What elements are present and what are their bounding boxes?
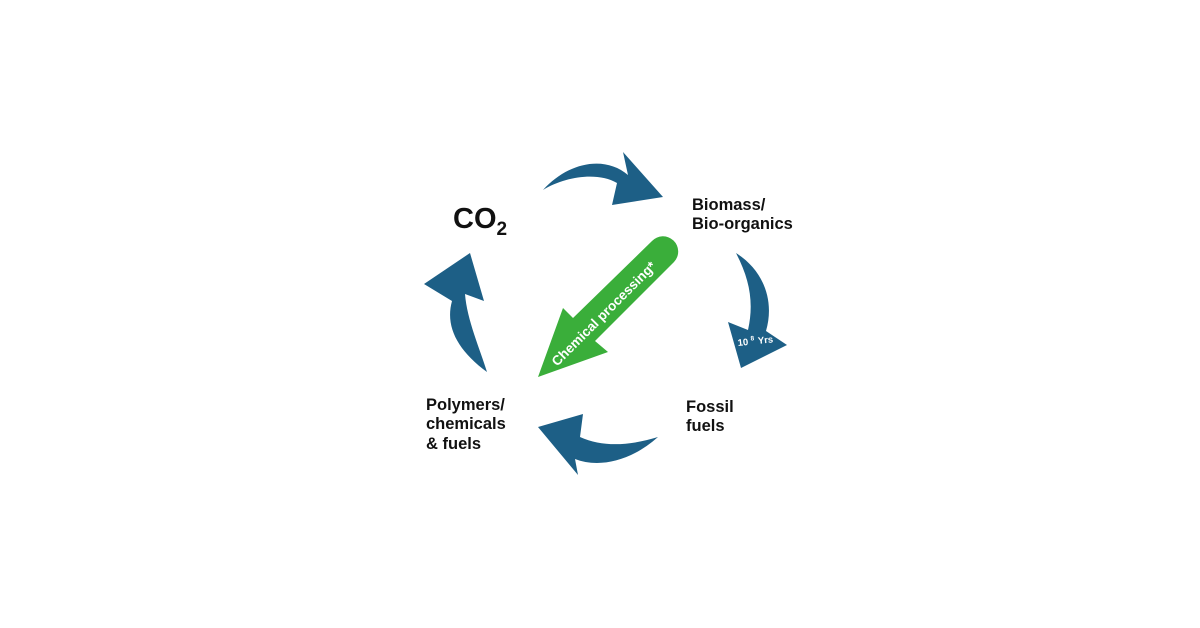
time-unit: Yrs xyxy=(757,334,773,347)
biomass-line: Bio-organics xyxy=(692,215,793,234)
cycle-arrow-biomass-to-fossil xyxy=(728,253,787,368)
node-co2: CO2 xyxy=(453,202,507,241)
cycle-arrow-fossil-to-polymers xyxy=(538,414,658,475)
cycle-arrow-polymers-to-co2 xyxy=(424,253,487,372)
polymers-line: & fuels xyxy=(426,434,482,453)
co2-main: CO xyxy=(453,203,497,235)
fossil-line: fuels xyxy=(686,417,725,436)
process-arrow xyxy=(538,236,679,377)
biomass-line: Biomass/ xyxy=(692,196,766,214)
polymers-line: chemicals xyxy=(426,415,506,434)
time-annotation: 10 8 Yrs xyxy=(737,330,774,349)
polymers-line: Polymers/ xyxy=(426,396,505,414)
fossil-line: Fossil xyxy=(686,398,734,416)
node-fossil-fuels: Fossil fuels xyxy=(686,398,734,437)
node-biomass: Biomass/ Bio-organics xyxy=(692,196,793,235)
cycle-arrow-co2-to-biomass xyxy=(543,152,663,205)
time-base: 10 xyxy=(737,337,749,349)
co2-text: CO2 xyxy=(453,202,507,241)
node-polymers: Polymers/ chemicals & fuels xyxy=(426,396,506,454)
co2-subscript: 2 xyxy=(496,219,508,240)
time-exponent: 8 xyxy=(750,335,755,342)
